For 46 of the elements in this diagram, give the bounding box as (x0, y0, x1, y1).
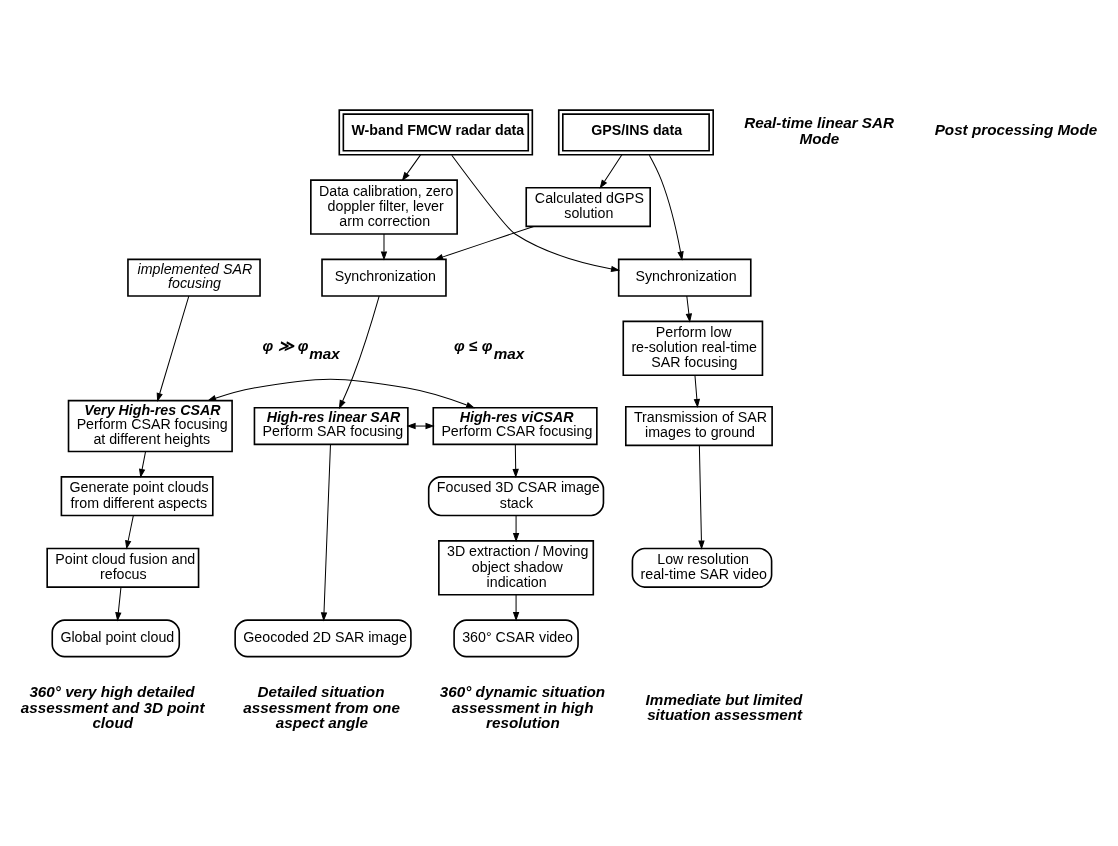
arrow (451, 154, 621, 273)
label: Real-time linear SAR Mode (744, 114, 895, 147)
node-box: Synchronization (321, 258, 447, 297)
label: 360° very high detailed assessment and 3D point cloud (20, 683, 205, 731)
arrow (401, 154, 422, 182)
node-box: Calculated dGPS solution (525, 186, 651, 228)
label: 360° dynamic situation assessment in high resolution (439, 683, 606, 731)
arrow (139, 451, 147, 479)
arrow (406, 422, 435, 430)
arrow (512, 594, 520, 622)
node-box: Generate point clouds from different aspects (60, 476, 214, 517)
node-box: High-res linear SAR Perform SAR focusing (253, 406, 409, 446)
arrow (380, 233, 388, 261)
arrow (698, 445, 705, 550)
node-box: GPS/INS data (557, 109, 714, 156)
arrow (693, 374, 701, 409)
node-box: 3D extraction / Moving object shadow indication (438, 540, 595, 596)
node-box: 360° CSAR video (453, 619, 579, 658)
arrow (320, 444, 331, 622)
node-box: Synchronization (617, 258, 752, 297)
label: Detailed situation assessment from one aspect angle (243, 683, 400, 731)
arrow (648, 154, 684, 261)
node-box: Very High-res CSAR Perform CSAR focusing at different heights (67, 399, 233, 453)
arrow (434, 225, 535, 260)
node-box: Global point cloud (51, 619, 181, 658)
node-box: Data calibration, zero doppler filter, lever arm correction (310, 179, 458, 235)
node-box: Low resolution real-time SAR video (631, 547, 773, 588)
arrow (512, 444, 519, 478)
arrow (115, 586, 122, 622)
node-box: Geocoded 2D SAR image (234, 619, 412, 658)
arrow (599, 154, 623, 189)
arrow (685, 295, 693, 323)
arrow (156, 295, 190, 403)
node-box: implemented SAR focusing (127, 258, 261, 297)
node-box: Transmission of SAR images to ground (625, 405, 773, 447)
node-box: Focused 3D CSAR image stack (427, 476, 605, 517)
arrow (338, 295, 380, 410)
arrow (125, 515, 134, 550)
node-box: Point cloud fusion and refocus (46, 547, 200, 588)
node-box: High-res viCSAR Perform CSAR focusing (432, 406, 598, 446)
node-box: Perform low re-solution real-time SAR focusing (622, 320, 764, 377)
label: Post processing Mode (934, 120, 1098, 138)
arrow (207, 378, 476, 409)
node-box: W-band FMCW radar data (338, 109, 534, 156)
label: Immediate but limited situation assessment (645, 690, 803, 724)
arrow (512, 515, 520, 543)
